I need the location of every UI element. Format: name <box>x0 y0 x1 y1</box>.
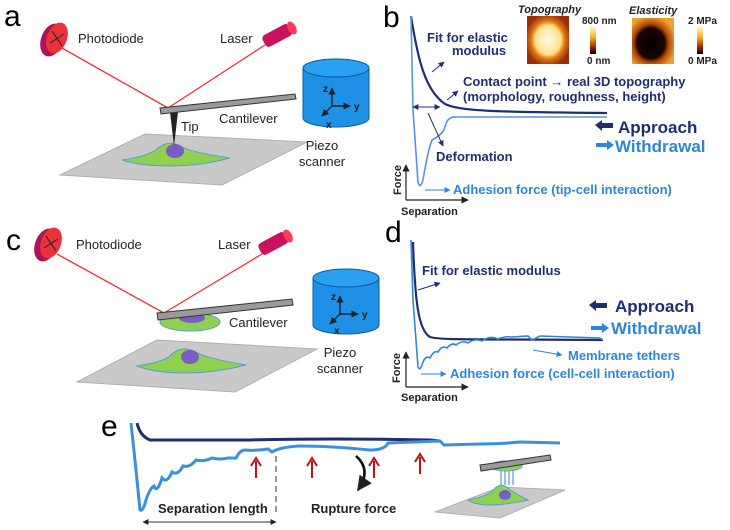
reflected-beam <box>61 47 169 109</box>
cantilever <box>156 298 294 321</box>
separation-length-label: Separation length <box>158 501 268 516</box>
approach-curve <box>409 15 608 115</box>
piezo-label-2: scanner <box>317 361 364 376</box>
fit-label-2: modulus <box>452 43 506 58</box>
reflected-beam <box>56 253 165 314</box>
piezo-scanner-icon <box>302 58 370 128</box>
panel-c: c Photodiode Laser Cantilever z <box>6 224 380 393</box>
panel-e: e Separation length Rupture force <box>101 410 566 525</box>
fit-arrow <box>417 281 441 291</box>
elasticity-min: 0 MPa <box>688 56 717 67</box>
z-axis-label: z <box>331 292 336 303</box>
withdrawal-legend: Withdrawal <box>596 137 706 156</box>
deformation-arrow <box>427 112 444 147</box>
cantilever-label: Cantilever <box>219 111 278 126</box>
elasticity-map <box>632 18 674 64</box>
force-axis-label: Force <box>391 353 403 383</box>
x-axis-label: x <box>326 120 332 131</box>
laser-icon <box>262 21 297 47</box>
panel-a: a Photodiode Laser Cantilever Tip <box>4 0 370 186</box>
approach-legend: Approach <box>589 297 694 316</box>
topography-title: Topography <box>518 4 582 16</box>
y-axis-label: y <box>354 102 360 113</box>
deformation-label: Deformation <box>436 149 513 164</box>
approach-label: Approach <box>615 297 694 316</box>
topography-min: 0 nm <box>587 56 610 67</box>
nucleus <box>166 144 184 158</box>
incident-beam <box>163 253 263 314</box>
arrow-left-icon <box>589 300 607 311</box>
y-axis-label: y <box>362 310 368 321</box>
cantilever-label: Cantilever <box>229 315 288 330</box>
panel-b-letter: b <box>383 1 400 34</box>
elasticity-max: 2 MPa <box>688 16 717 27</box>
approach-curve <box>411 241 604 342</box>
approach-label: Approach <box>618 118 697 137</box>
tethers-label: Membrane tethers <box>568 348 680 363</box>
force-axis-label: Force <box>392 165 404 195</box>
arrow-left-icon <box>595 120 613 131</box>
piezo-label-1: Piezo <box>324 345 357 360</box>
withdrawal-label: Withdrawal <box>615 137 706 156</box>
laser-icon <box>258 229 293 255</box>
rupture-arrows <box>250 452 426 478</box>
panel-c-letter: c <box>6 224 21 257</box>
topography-colorbar <box>590 26 596 54</box>
arrow-right-icon <box>591 323 609 333</box>
adhesion-label: Adhesion force (tip-cell interaction) <box>453 182 672 197</box>
separation-axis-label: Separation <box>401 392 458 404</box>
tip <box>170 112 178 146</box>
incident-beam <box>167 44 266 109</box>
fit-arrow <box>431 61 445 73</box>
fit-label: Fit for elastic modulus <box>422 263 561 278</box>
withdrawal-label: Withdrawal <box>611 319 702 338</box>
photodiode-label: Photodiode <box>78 31 144 46</box>
rupture-force-bracket <box>355 455 372 492</box>
adhesion-label: Adhesion force (cell-cell interaction) <box>450 366 675 381</box>
withdrawal-curve <box>129 422 561 512</box>
photodiode-label: Photodiode <box>76 237 142 252</box>
elasticity-title: Elasticity <box>629 5 678 17</box>
panel-b: b Force Separation Fit for elastic modul… <box>383 1 717 218</box>
tip-label: Tip <box>181 119 199 134</box>
nucleus <box>181 350 199 364</box>
cell-cell-illustration <box>434 454 566 519</box>
panel-d: d Force Separation Fit for elastic modul… <box>385 216 702 404</box>
piezo-label-1: Piezo <box>306 138 339 153</box>
elasticity-colorbar <box>697 26 703 54</box>
contact-point-label-2: (morphology, roughness, height) <box>463 89 666 104</box>
approach-legend: Approach <box>595 118 697 137</box>
contact-point-label-1: Contact point → real 3D topography <box>463 74 686 89</box>
approach-curve <box>135 422 441 443</box>
z-axis-label: z <box>323 84 328 95</box>
cantilever <box>159 93 297 115</box>
panel-d-letter: d <box>385 216 402 249</box>
laser-label: Laser <box>220 31 253 46</box>
contact-arrow <box>446 90 459 101</box>
photodiode-icon <box>34 227 62 262</box>
x-axis-label: x <box>334 326 340 337</box>
piezo-scanner-icon <box>312 268 380 335</box>
panel-a-letter: a <box>4 0 21 33</box>
tethers-arrow <box>532 349 563 358</box>
photodiode-icon <box>40 22 68 57</box>
withdrawal-curve <box>410 239 604 370</box>
laser-label: Laser <box>218 237 251 252</box>
separation-axis-label: Separation <box>401 206 458 218</box>
rupture-force-label: Rupture force <box>311 501 396 516</box>
panel-e-letter: e <box>101 410 118 443</box>
arrow-right-icon <box>596 140 614 150</box>
piezo-label-2: scanner <box>299 154 346 169</box>
withdrawal-legend: Withdrawal <box>591 319 702 338</box>
topography-max: 800 nm <box>582 16 617 27</box>
topography-map <box>527 16 569 64</box>
fit-label-1: Fit for elastic <box>427 30 508 45</box>
